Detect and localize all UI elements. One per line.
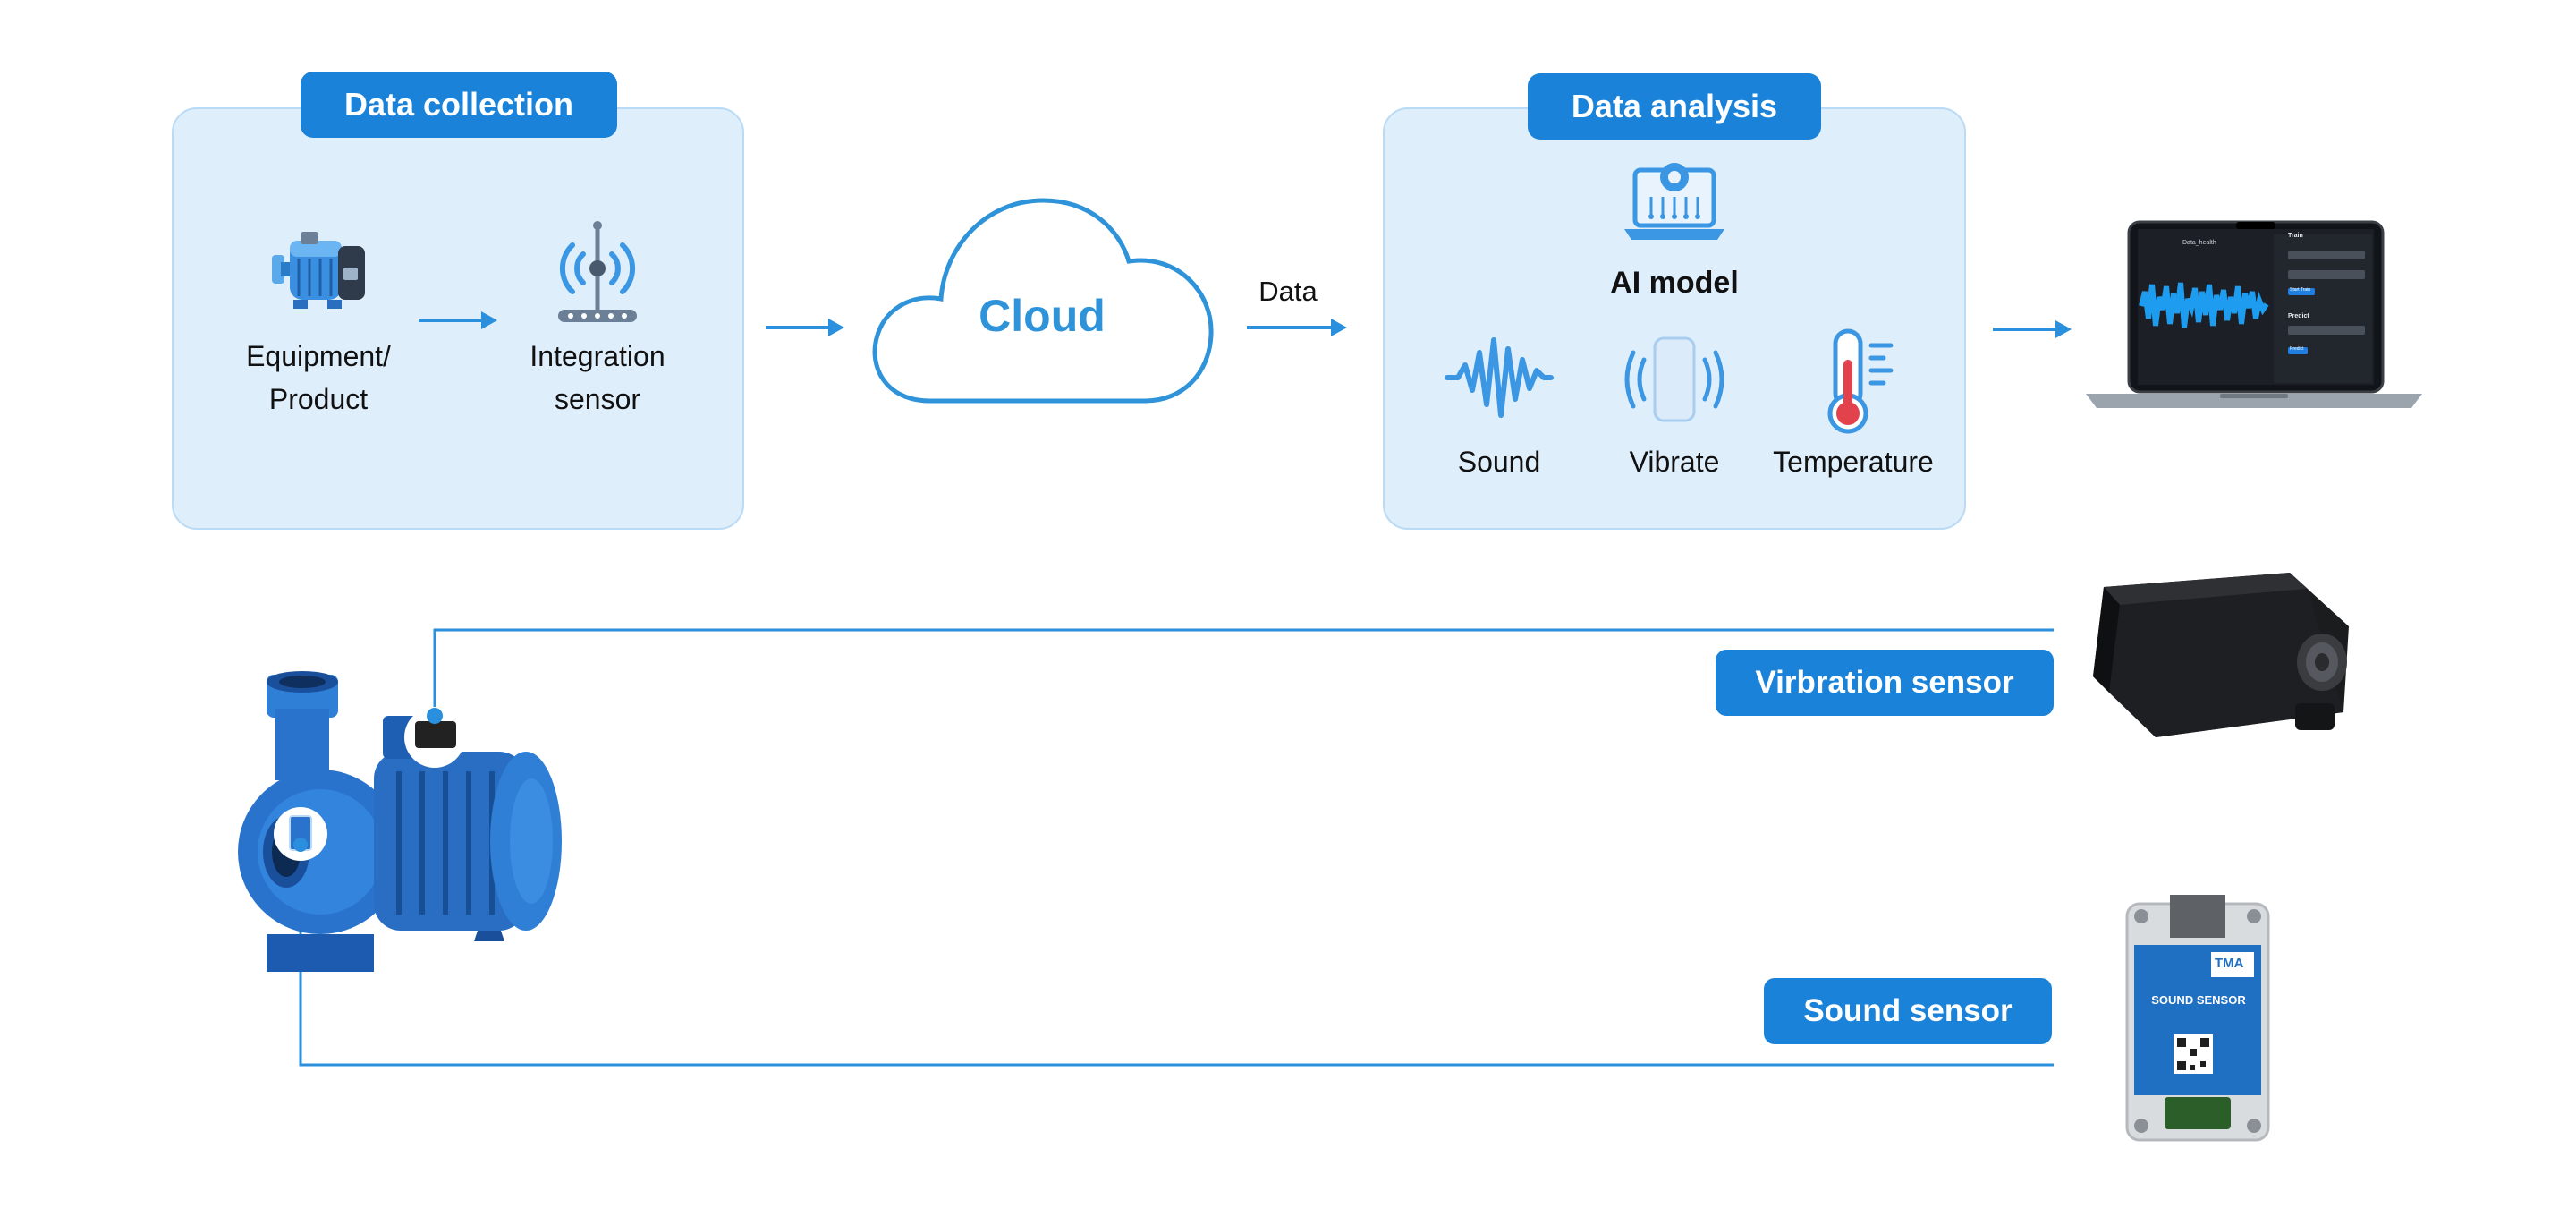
sound-device-text: SOUND SENSOR bbox=[2151, 993, 2246, 1007]
dashboard-train-button: Start Train bbox=[2290, 287, 2311, 293]
ai-laptop-gear-icon bbox=[1624, 163, 1724, 240]
dashboard-predict-button: Predict bbox=[2290, 346, 2304, 352]
dashboard-chart-title: Data_health bbox=[2182, 240, 2216, 246]
dashboard-side-subtitle: Predict bbox=[2288, 313, 2309, 319]
cloud-icon bbox=[872, 198, 1214, 404]
laptop-dashboard-icon bbox=[2086, 220, 2422, 408]
motor-icon bbox=[272, 232, 365, 309]
arrow-to-dashboard bbox=[1993, 320, 2072, 338]
antenna-sensor-icon bbox=[558, 221, 637, 322]
equipment-label: Equipment/ Product bbox=[211, 335, 426, 421]
vibrate-label: Vibrate bbox=[1629, 446, 1720, 478]
dashboard-waveform bbox=[2139, 282, 2269, 328]
integration-sensor-label-line2: sensor bbox=[554, 383, 641, 415]
dashboard-side-title: Train bbox=[2288, 233, 2303, 239]
data-analysis-title: Data analysis bbox=[1528, 73, 1821, 140]
temperature-label: Temperature bbox=[1773, 446, 1934, 478]
cloud-label: Cloud bbox=[979, 291, 1106, 341]
integration-sensor-label-line1: Integration bbox=[530, 340, 665, 372]
sound-label: Sound bbox=[1457, 446, 1541, 478]
vibrating-phone-icon bbox=[1624, 336, 1724, 422]
vibration-sensor-label: Virbration sensor bbox=[1716, 650, 2054, 716]
sound-sensor-box-icon bbox=[2125, 895, 2270, 1142]
ai-model-label: AI model bbox=[1610, 266, 1739, 300]
equipment-label-line1: Equipment/ bbox=[246, 340, 391, 372]
integration-sensor-label: Integration sensor bbox=[490, 335, 705, 421]
sound-device-brand: TMA bbox=[2215, 956, 2244, 971]
arrow-to-analysis bbox=[1247, 319, 1347, 336]
sound-wave-icon bbox=[1445, 337, 1554, 418]
arrow-equipment-to-sensor bbox=[419, 311, 497, 329]
equipment-label-line2: Product bbox=[268, 383, 369, 415]
water-pump-icon bbox=[238, 671, 562, 972]
sound-sensor-label: Sound sensor bbox=[1764, 978, 2052, 1044]
vibration-sensor-box-icon bbox=[2093, 573, 2349, 737]
data-flow-label: Data bbox=[1258, 276, 1318, 307]
data-collection-title: Data collection bbox=[301, 72, 617, 138]
thermometer-icon bbox=[1827, 328, 1894, 434]
arrow-to-cloud bbox=[766, 319, 844, 336]
